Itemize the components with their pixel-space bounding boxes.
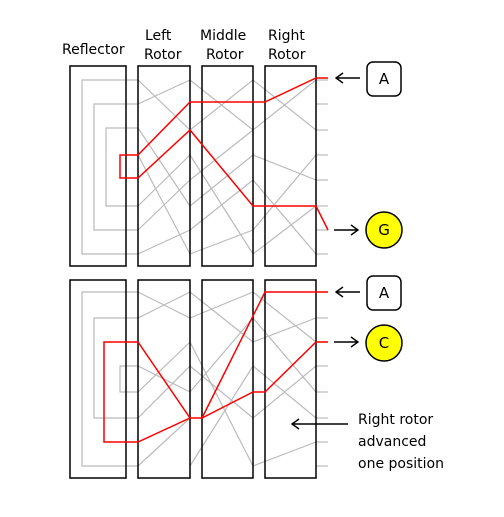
top-right-rotor-wiring [252, 79, 317, 255]
right-rotor-label-line1: Right [268, 28, 305, 44]
top-input-key-label: A [379, 70, 390, 88]
annotation-arrow [290, 418, 348, 430]
bottom-left-rotor-box [137, 279, 191, 479]
bottom-right-rotor-box [264, 279, 317, 479]
bottom-middle-rotor-wiring [189, 291, 254, 467]
middle-rotor-label-line2: Rotor [206, 47, 244, 63]
bottom-middle-rotor-box [201, 279, 254, 479]
top-output-lamp-label: G [378, 221, 390, 239]
top-output-arrow [334, 224, 360, 236]
top-middle-rotor-wiring [189, 79, 254, 255]
top-left-rotor-box [137, 65, 191, 267]
left-rotor-label-line1: Left [145, 28, 172, 44]
bottom-input-arrow [334, 286, 360, 298]
top-middle-rotor-box [201, 65, 254, 267]
annotation-line1: Right rotor [358, 412, 433, 428]
top-signal-path [119, 77, 329, 231]
bottom-input-key [366, 275, 402, 311]
bottom-output-lamp-label: C [379, 334, 389, 352]
top-contact-stubs [316, 79, 328, 255]
annotation-line3: one position [358, 456, 444, 472]
bottom-input-key-label: A [379, 284, 390, 302]
bottom-contact-stubs [316, 291, 328, 467]
bottom-reflector-box [69, 279, 127, 479]
bottom-reflector-wiring [81, 291, 138, 467]
top-right-rotor-box [264, 65, 317, 267]
top-output-lamp [365, 211, 403, 249]
bottom-output-arrow [334, 336, 360, 348]
middle-rotor-label-line1: Middle [200, 28, 246, 44]
top-panel: A G [69, 61, 403, 267]
top-input-arrow [334, 72, 360, 84]
reflector-label: Reflector [62, 42, 125, 58]
right-rotor-label-line2: Rotor [268, 47, 306, 63]
top-input-key [366, 61, 402, 97]
bottom-panel: A C Right rotor advanced one position [69, 275, 444, 479]
left-rotor-label-line2: Rotor [144, 47, 182, 63]
bottom-output-lamp [365, 324, 403, 362]
top-left-rotor-wiring [137, 79, 191, 255]
bottom-signal-path [103, 291, 328, 443]
top-reflector-wiring [81, 79, 138, 255]
bottom-right-rotor-wiring [252, 291, 317, 467]
annotation-line2: advanced [358, 434, 426, 450]
top-reflector-box [69, 65, 127, 267]
